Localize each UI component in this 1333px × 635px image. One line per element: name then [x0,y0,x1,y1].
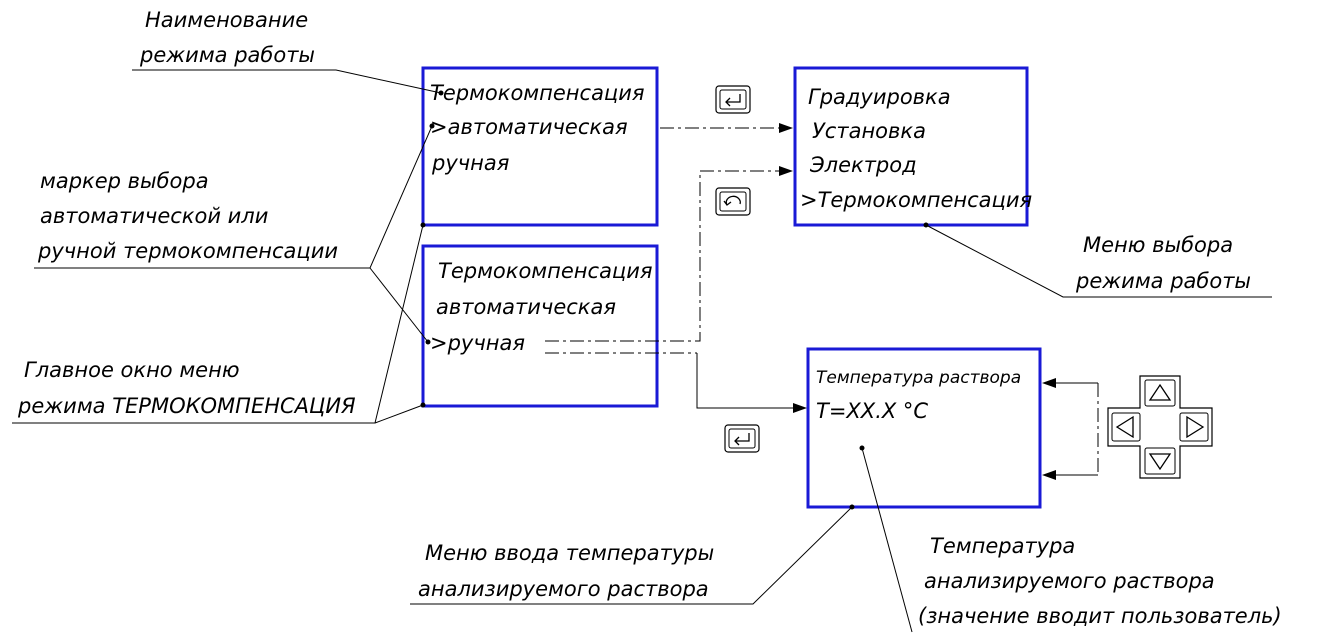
callout-line: Главное окно меню [24,358,240,382]
screen-mode-menu-line: >Термокомпенсация [800,188,1032,212]
callout-line: Меню ввода температуры [425,541,714,565]
callout-mode-title: Наименование режима работы [132,8,444,96]
enter-key-icon [724,424,760,453]
callout-line: режима работы [1075,269,1251,293]
screen-mode-name: Термокомпенсация >автоматическая ручная [421,66,659,227]
callout-line: Меню выбора [1083,233,1233,257]
screen-manual-line: Термокомпенсация [438,259,653,283]
leader-dot [420,402,426,408]
callout-line: Наименование [145,8,308,32]
screen-temp-input-frame [806,347,1042,509]
arrowhead [779,123,793,133]
arrowhead [779,166,793,176]
leader-dot [429,123,435,129]
leader-dot [923,222,929,228]
leader-dot [438,90,444,96]
leader-dot [849,504,855,510]
leader-dot [420,222,426,228]
arrow-up-icon [1144,379,1176,407]
screen-manual-line: >ручная [430,331,525,355]
leader-line [132,69,442,94]
arrowhead [1042,378,1056,388]
screen-temp-title: Температура раствора [816,368,1021,388]
arrow-keypad-icon [1107,375,1213,479]
screen-manual-selected-frame [421,244,659,408]
callout-mode-menu: Меню выбора режима работы [923,222,1272,298]
screen-mode-name-line: Термокомпенсация [430,81,645,105]
flow-manual-back [545,170,780,342]
callout-line: маркер выбора [40,169,209,193]
screen-mode-menu-line: Электрод [809,153,917,177]
callout-line: режима работы [139,43,315,67]
arrow-down-icon [1144,447,1176,475]
screen-temp-value: T=XX.X °C [816,399,928,423]
enter-key-icon [715,85,751,114]
leader-dot [425,339,431,345]
screen-mode-name-line: >автоматическая [430,115,628,139]
arrowhead [1042,470,1056,480]
callout-temp-menu: Меню ввода температуры анализируемого ра… [410,504,855,605]
callout-temp-value: Температура анализируемого раствора (зна… [859,445,1282,633]
callout-line: режима ТЕРМОКОМПЕНСАЦИЯ [17,394,356,418]
callout-line: анализируемого раствора [418,577,709,601]
flow-lines [545,123,1099,480]
callout-marker: маркер выбора автоматической или ручной … [34,123,435,345]
leader-line [861,447,913,633]
callout-line: (значение вводит пользователь) [918,604,1282,628]
screen-manual-line: автоматическая [436,295,616,319]
leader-line [369,267,429,343]
screen-mode-menu-frame [793,66,1029,227]
callout-line: автоматической или [40,204,268,228]
screen-mode-menu-line: Установка [812,119,926,143]
screen-temp-input: Температура раствора T=XX.X °C [806,347,1042,509]
screen-manual-selected: Термокомпенсация автоматическая >ручная [421,244,659,408]
screen-mode-name-line: ручная [431,151,509,175]
arrow-right-icon [1179,412,1209,442]
arrowhead [793,403,807,413]
flow-manual-to-temp-b [696,353,795,409]
arrow-left-icon [1111,412,1141,442]
leader-line [374,404,424,424]
callout-line: ручной термокомпенсации [37,239,338,263]
screen-mode-menu-line: Градуировка [808,85,951,109]
callout-main-window: Главное окно меню режима ТЕРМОКОМПЕНСАЦИ… [12,222,426,424]
back-key-icon [715,187,751,216]
leader-dot [859,445,865,451]
screen-mode-menu: Градуировка Установка Электрод >Термоком… [793,66,1032,227]
callout-line: анализируемого раствора [924,569,1215,593]
leader-line [410,506,853,605]
callout-line: Температура [930,534,1075,558]
leader-line [925,224,1272,298]
